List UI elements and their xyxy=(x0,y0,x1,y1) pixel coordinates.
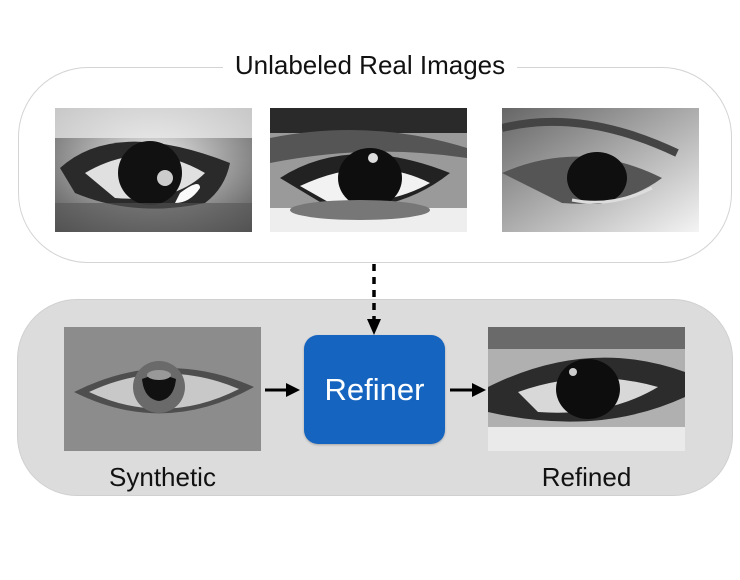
eye-image-icon xyxy=(270,108,467,232)
refiner-box: Refiner xyxy=(304,335,445,444)
real-eye-image-3 xyxy=(502,108,699,232)
real-eye-image-1 xyxy=(55,108,252,232)
title-text: Unlabeled Real Images xyxy=(222,50,518,80)
eye-image-icon xyxy=(55,108,252,232)
eye-image-icon xyxy=(502,108,699,232)
eye-image-icon xyxy=(64,327,261,451)
synthetic-label: Synthetic xyxy=(109,462,216,492)
synthetic-eye-image xyxy=(64,327,261,451)
refined-label: Refined xyxy=(541,462,632,492)
refiner-label: Refiner xyxy=(324,371,425,407)
unlabeled-real-images-title: Unlabeled Real Images xyxy=(0,50,740,81)
eye-image-icon xyxy=(488,327,685,451)
refined-eye-image xyxy=(488,327,685,451)
real-eye-image-2 xyxy=(270,108,467,232)
